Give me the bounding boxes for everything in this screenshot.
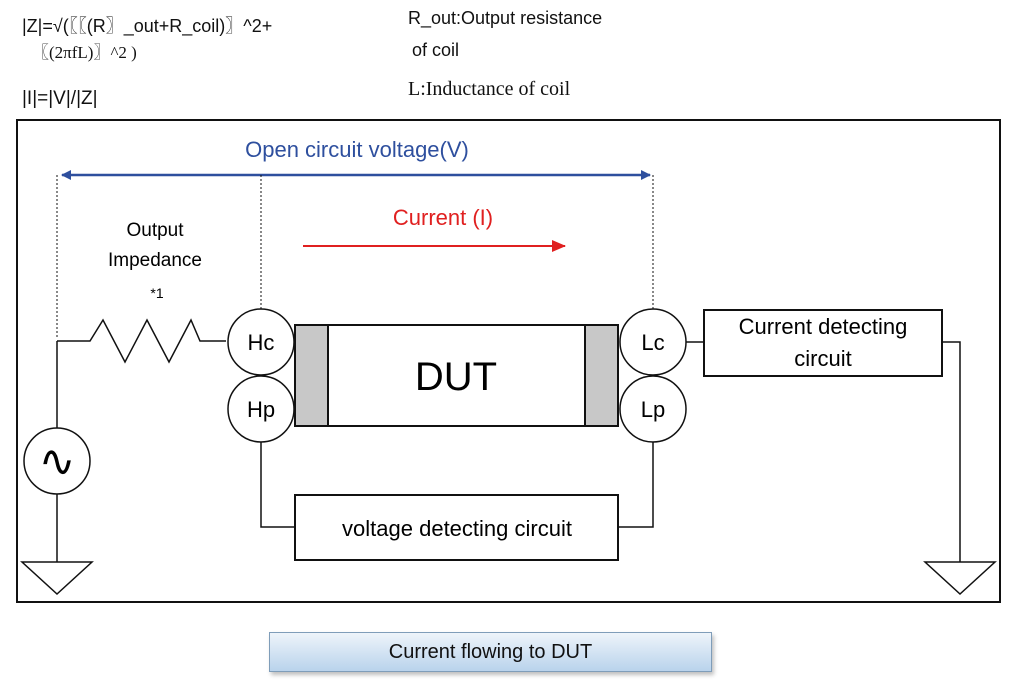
current-label: Current (I)	[393, 205, 493, 230]
caption-box: Current flowing to DUT	[269, 632, 712, 672]
impedance-formula-line2: 〖(2πfL)〗^2 )	[32, 43, 137, 62]
current-detecting-box	[703, 309, 943, 377]
output-impedance-label-1: Output	[126, 220, 184, 241]
dut-cap-right	[584, 324, 619, 427]
ground-left-icon	[20, 561, 94, 596]
voltage-label: Open circuit voltage(V)	[245, 137, 469, 162]
terminal-lc-label: Lc	[641, 330, 664, 355]
ac-source-icon	[23, 427, 91, 495]
terminal-hc	[227, 308, 295, 376]
inductance-note: L:Inductance of coil	[408, 78, 571, 100]
impedance-formula-line1: |Z|=√(〖〖(R〗_out+R_coil)〗^2+	[22, 16, 273, 36]
wire-to-ground-right	[942, 341, 961, 562]
current-detecting-label-1: Current detecting	[739, 314, 908, 339]
ground-right-icon	[923, 561, 997, 596]
dut-cap-left	[294, 324, 329, 427]
footnote-mark: *1	[150, 285, 163, 301]
caption-text: Current flowing to DUT	[388, 640, 593, 663]
current-detecting-label-2: circuit	[794, 346, 851, 371]
terminal-hc-label: Hc	[248, 330, 275, 355]
dut-label: DUT	[415, 355, 497, 399]
wire-hp-to-voltage	[260, 442, 295, 528]
r-out-note-line2: of coil	[412, 40, 460, 60]
resistor-icon	[57, 318, 226, 364]
output-impedance-label-2: Impedance	[108, 250, 202, 271]
terminal-hp-label: Hp	[247, 397, 275, 422]
current-formula: |I|=|V|/|Z|	[22, 88, 98, 109]
diagram-frame	[16, 119, 1001, 603]
voltage-detecting-label: voltage detecting circuit	[342, 516, 572, 541]
ac-source-symbol: ∿	[39, 437, 76, 486]
terminal-lp-label: Lp	[641, 397, 665, 422]
r-out-note-line1: R_out:Output resistance	[408, 8, 603, 28]
voltage-detecting-box	[294, 494, 619, 561]
wire-lp-to-voltage	[618, 442, 654, 528]
